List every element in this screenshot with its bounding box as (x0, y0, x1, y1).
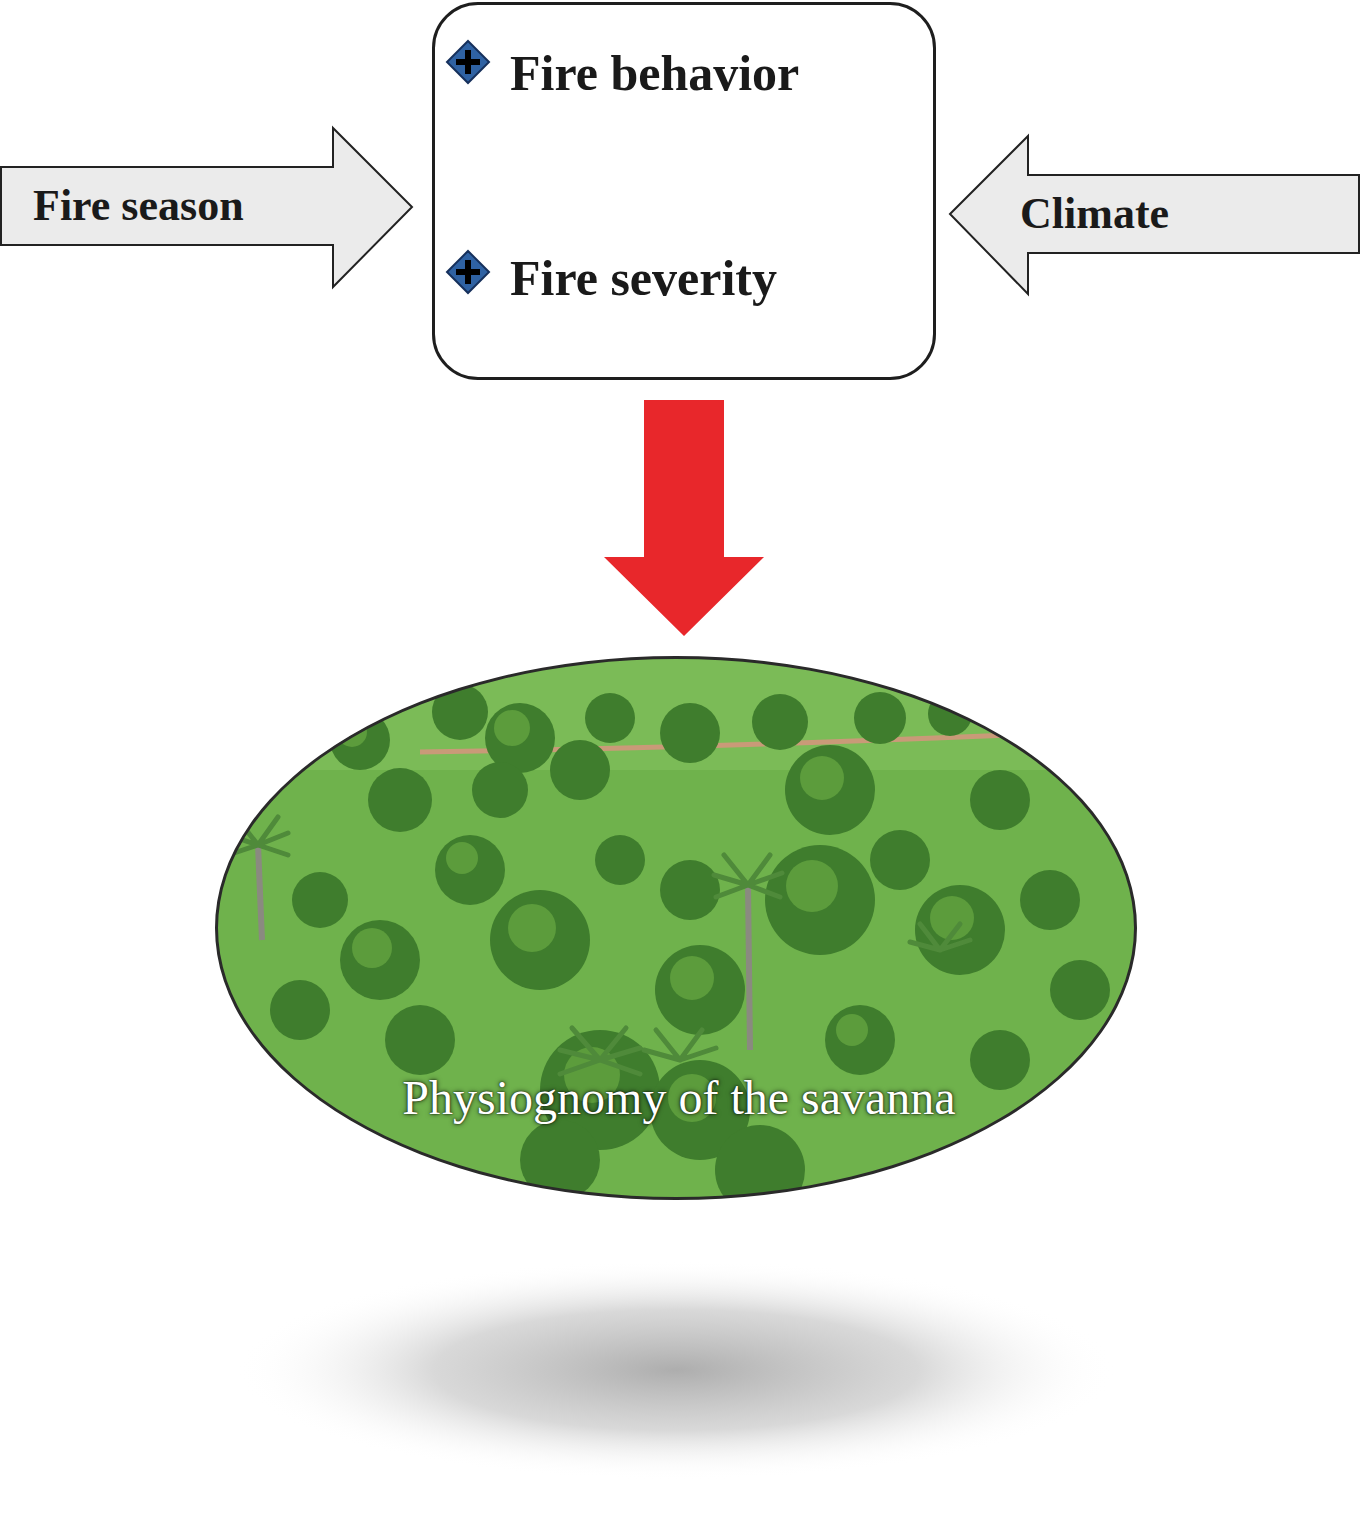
process-box: Fire behaviorFire severity (432, 2, 936, 380)
input-arrow: Fire season (0, 127, 413, 288)
node-label: Climate (1020, 190, 1169, 238)
savanna-photo (200, 640, 1160, 1220)
flow-arrow (604, 400, 764, 636)
node-label: Fire behavior (510, 46, 799, 101)
block-arrow-outline (1, 128, 412, 287)
ellipse-label: Physiognomy of the savanna (402, 1072, 955, 1125)
block-arrow-outline (950, 136, 1359, 294)
node-label: Fire season (33, 182, 244, 230)
bullet-diamond (447, 41, 489, 83)
bullet-diamond (447, 251, 489, 293)
savanna-ellipse: Physiognomy of the savanna (215, 656, 1137, 1200)
input-arrow: Climate (949, 135, 1360, 295)
node-label: Fire severity (510, 251, 777, 306)
drop-shadow (236, 1260, 1116, 1480)
